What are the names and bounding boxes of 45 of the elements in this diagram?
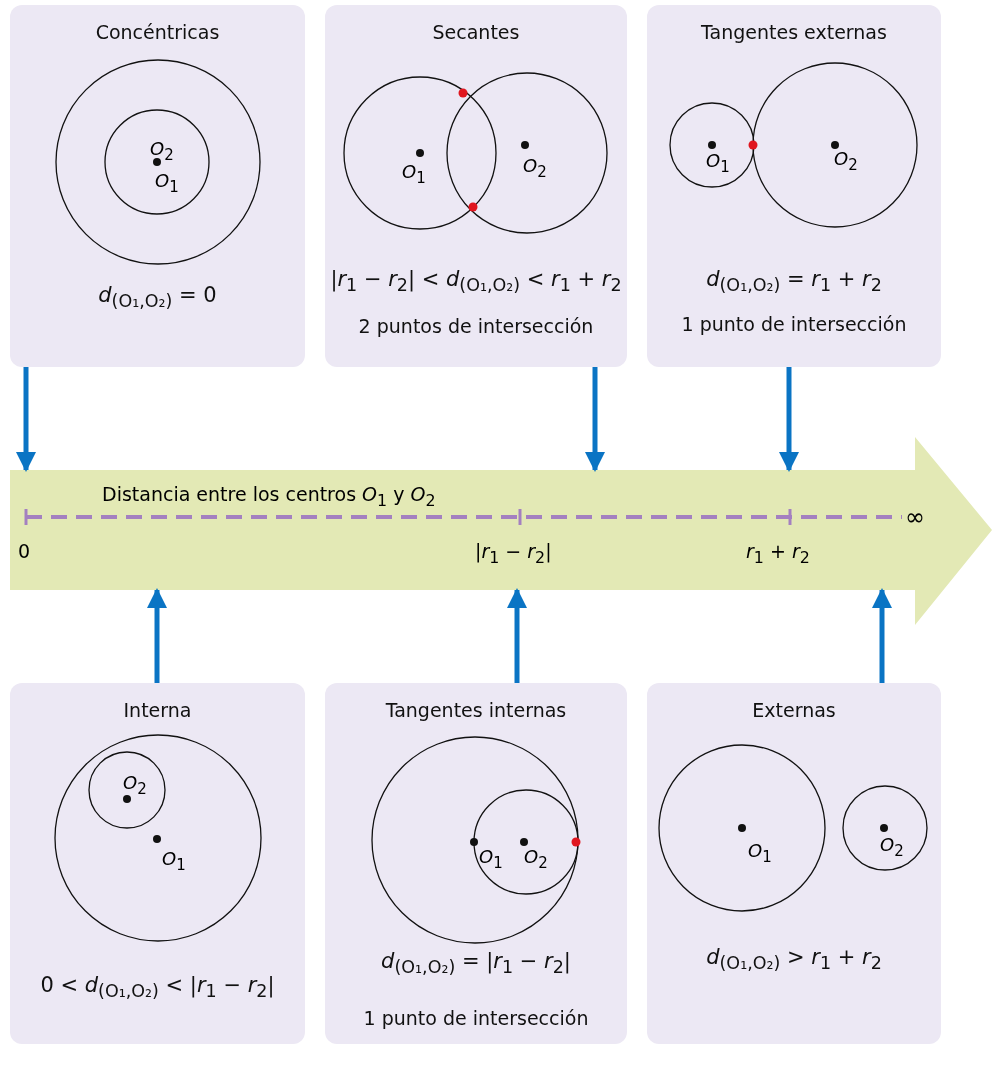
- center-label: O$_{1}$: [479, 848, 503, 871]
- center-label: O$_{2}$: [150, 140, 174, 163]
- arrow: [872, 588, 892, 683]
- center-label: O$_{2}$: [834, 150, 858, 173]
- tick-label: r$_{1}$ + r$_{2}$: [746, 542, 810, 566]
- center-label: O$_{1}$: [402, 163, 426, 186]
- case-card: [10, 683, 305, 1044]
- card-title: Externas: [751, 699, 837, 721]
- distance-formula: d$_{(O₁,O₂)}$ = |r$_{1}$ − r$_{2}$|: [380, 949, 572, 978]
- tick-label: 0: [18, 542, 31, 561]
- center-label: O$_{1}$: [155, 172, 179, 195]
- infinity-symbol: ∞: [905, 505, 925, 529]
- center-label: O$_{2}$: [123, 774, 147, 797]
- card-title: Secantes: [431, 21, 521, 43]
- case-card: [10, 5, 305, 367]
- center-label: O$_{2}$: [524, 848, 548, 871]
- case-card: [647, 5, 941, 367]
- intersection-note: 1 punto de intersección: [680, 313, 908, 335]
- arrow: [147, 588, 167, 683]
- case-card: [647, 683, 941, 1044]
- tick-label: |r$_{1}$ − r$_{2}$|: [475, 542, 552, 566]
- center-label: O$_{1}$: [748, 842, 772, 865]
- center-label: O$_{2}$: [523, 157, 547, 180]
- card-title: Tangentes externas: [700, 21, 888, 43]
- distance-formula: |r$_{1}$ − r$_{2}$| < d$_{(O₁,O₂)}$ < r$_{1}$ + r$_{2}$: [329, 267, 623, 296]
- axis-caption: Distancia entre los centros O$_{1}$ y O$_{2}$: [102, 485, 436, 509]
- distance-formula: d$_{(O₁,O₂)}$ = r$_{1}$ + r$_{2}$: [705, 267, 883, 296]
- card-title: Concéntricas: [94, 21, 221, 43]
- arrow: [779, 367, 799, 472]
- card-title: Tangentes internas: [384, 699, 568, 721]
- case-card: [325, 5, 627, 367]
- distance-formula: d$_{(O₁,O₂)}$ = 0: [97, 283, 218, 312]
- distance-formula: 0 < d$_{(O₁,O₂)}$ < |r$_{1}$ − r$_{2}$|: [39, 973, 276, 1002]
- center-label: O$_{1}$: [706, 152, 730, 175]
- distance-arrow-band: [10, 437, 992, 625]
- intersection-note: 1 punto de intersección: [362, 1007, 590, 1029]
- arrow: [16, 367, 36, 472]
- center-label: O$_{1}$: [162, 850, 186, 873]
- case-card: [325, 683, 627, 1044]
- center-label: O$_{2}$: [880, 836, 904, 859]
- arrow: [585, 367, 605, 472]
- intersection-note: 2 puntos de intersección: [357, 315, 595, 337]
- card-title: Interna: [122, 699, 193, 721]
- distance-formula: d$_{(O₁,O₂)}$ > r$_{1}$ + r$_{2}$: [705, 945, 883, 974]
- arrow: [507, 588, 527, 683]
